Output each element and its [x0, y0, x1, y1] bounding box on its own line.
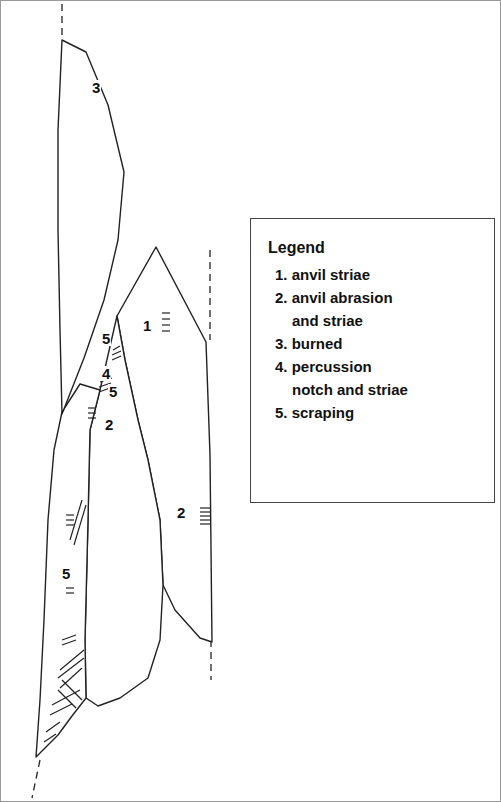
- callout-number: 5: [61, 566, 71, 581]
- legend-heading: Legend: [268, 239, 325, 257]
- callout-number: 5: [101, 331, 111, 346]
- callout-number: 1: [142, 318, 152, 333]
- legend-entry: 5. scraping: [275, 401, 413, 424]
- callout-number: 3: [91, 80, 101, 95]
- legend-entry: 4. percussion notch and striae: [275, 355, 413, 401]
- legend-list: 1. anvil striae2. anvil abrasion and str…: [275, 263, 413, 424]
- legend-box: 1. anvil striae2. anvil abrasion and str…: [250, 218, 495, 503]
- callout-number: 2: [176, 505, 186, 520]
- callout-number: 4: [101, 366, 111, 381]
- callout-number: 2: [104, 417, 114, 432]
- callout-number: 5: [108, 384, 118, 399]
- legend-entry: 3. burned: [275, 332, 413, 355]
- legend-entry: 2. anvil abrasion and striae: [275, 286, 413, 332]
- legend-entry: 1. anvil striae: [275, 263, 413, 286]
